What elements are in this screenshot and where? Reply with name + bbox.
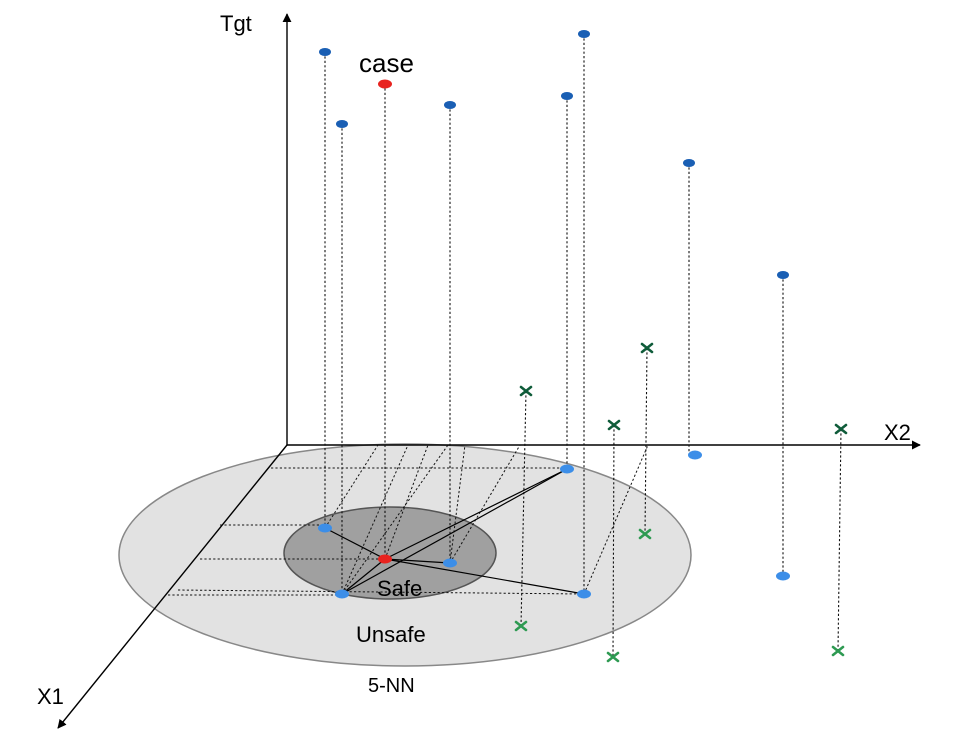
case-point-top bbox=[378, 79, 392, 89]
nonneighbor-base-markers bbox=[514, 528, 845, 663]
x1-axis-label: X1 bbox=[37, 684, 64, 709]
green-cross-marker bbox=[514, 620, 528, 632]
knn-label: 5-NN bbox=[368, 675, 415, 697]
green-cross-marker bbox=[834, 423, 848, 435]
blue-dot bbox=[336, 120, 348, 128]
green-cross-marker bbox=[607, 419, 621, 431]
green-cross-marker bbox=[831, 645, 845, 657]
green-cross-marker bbox=[640, 342, 654, 354]
blue-dot bbox=[444, 101, 456, 109]
projection-lines bbox=[168, 444, 649, 596]
x2-axis-label: X2 bbox=[884, 420, 911, 445]
nonneighbor-top-markers bbox=[519, 342, 848, 435]
case-point-base bbox=[378, 554, 392, 564]
blue-dot bbox=[443, 558, 457, 568]
neighbor-top-points bbox=[319, 30, 789, 279]
blue-dot bbox=[561, 92, 573, 100]
green-cross-marker bbox=[606, 651, 620, 663]
blue-dot bbox=[560, 464, 574, 474]
blue-dot bbox=[335, 589, 349, 599]
blue-dot bbox=[776, 571, 790, 581]
drop-lines bbox=[324, 34, 842, 658]
case-label: case bbox=[359, 48, 414, 78]
blue-dot bbox=[319, 48, 331, 56]
green-cross-marker bbox=[638, 528, 652, 540]
unsafe-region-label: Unsafe bbox=[356, 622, 426, 647]
blue-dot bbox=[577, 589, 591, 599]
blue-dot bbox=[318, 523, 332, 533]
neighbor-base-points bbox=[318, 450, 790, 599]
blue-dot bbox=[683, 159, 695, 167]
green-cross-marker bbox=[519, 385, 533, 397]
tgt-axis-label: Tgt bbox=[220, 11, 252, 36]
blue-dot bbox=[688, 450, 702, 460]
x1-axis bbox=[57, 444, 288, 729]
safe-region-label: Safe bbox=[377, 576, 422, 601]
nearest-neighbor-links bbox=[324, 468, 585, 595]
blue-dot bbox=[578, 30, 590, 38]
blue-dot bbox=[777, 271, 789, 279]
